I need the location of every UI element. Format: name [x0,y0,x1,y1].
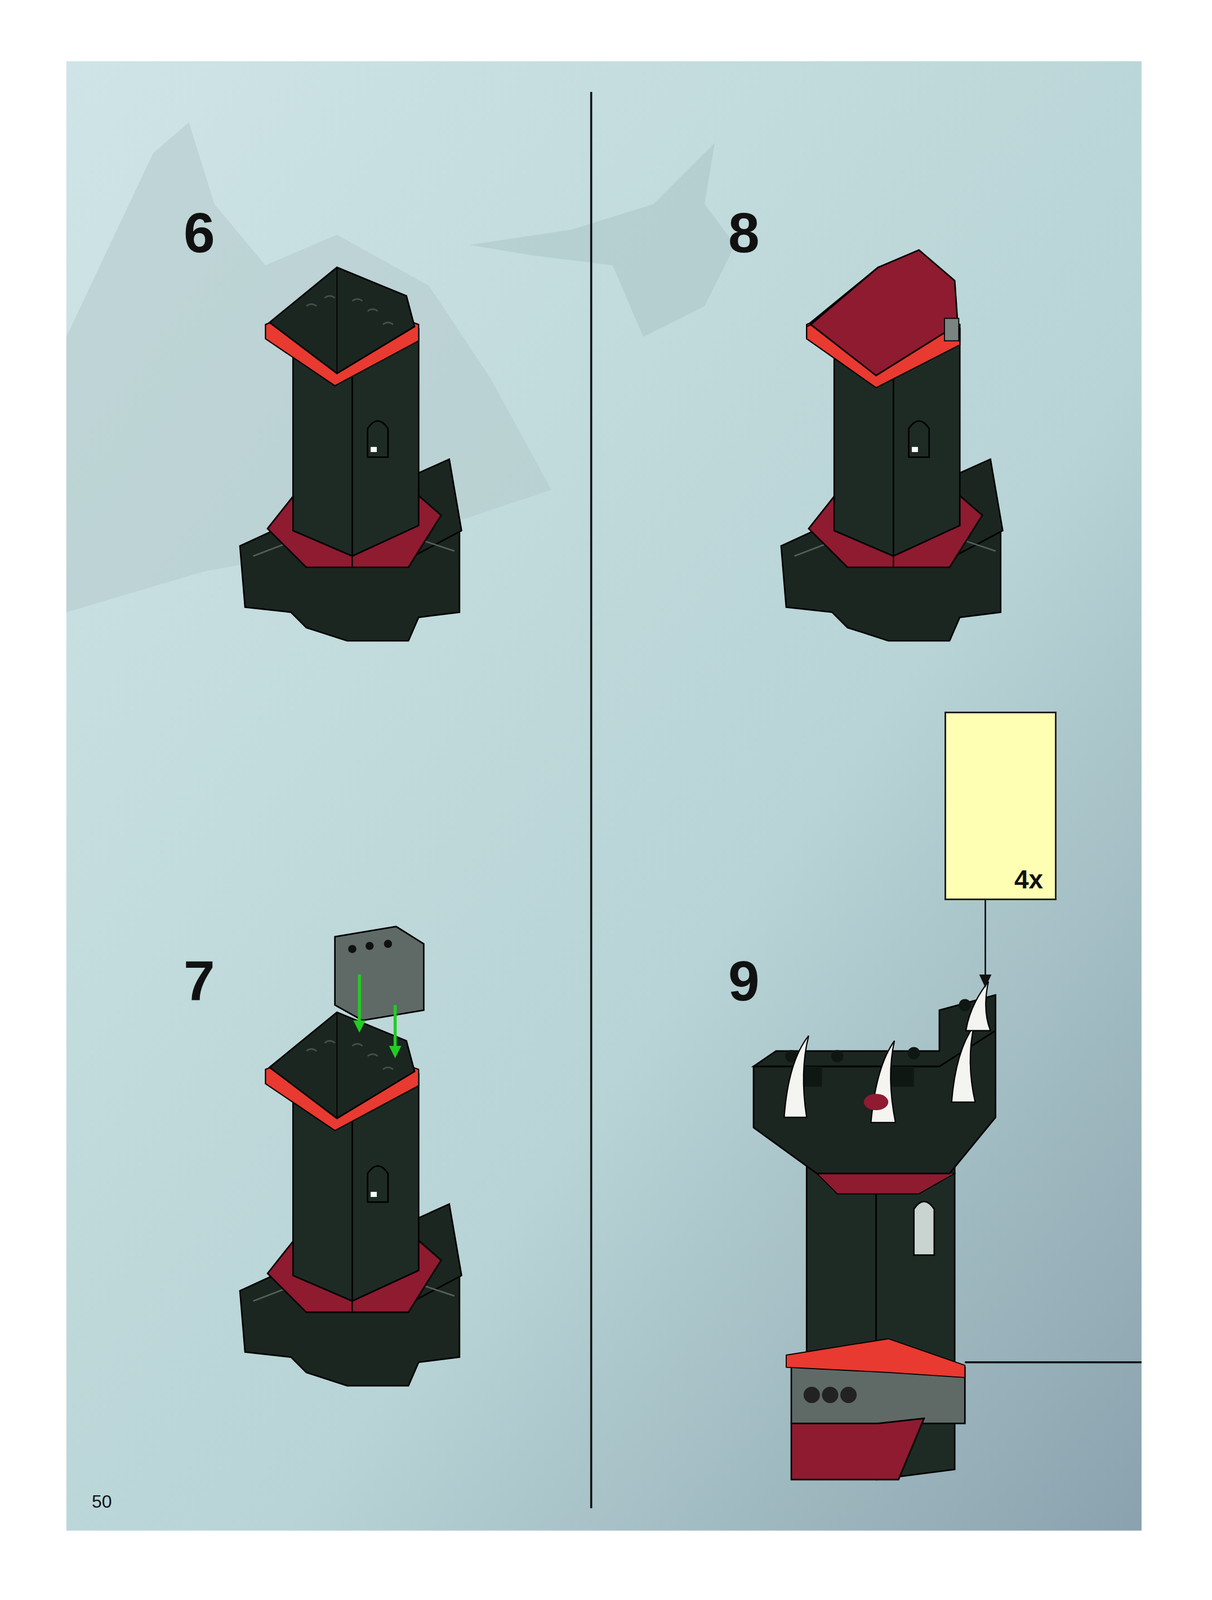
step-number: 8 [728,204,760,261]
step-number: 9 [728,952,760,1010]
callout-box: 4x [944,711,1057,901]
step-number: 6 [183,204,216,261]
step-number: 7 [183,952,216,1010]
page-number: 50 [91,1493,113,1512]
quantity-label: 4x [1014,866,1044,893]
